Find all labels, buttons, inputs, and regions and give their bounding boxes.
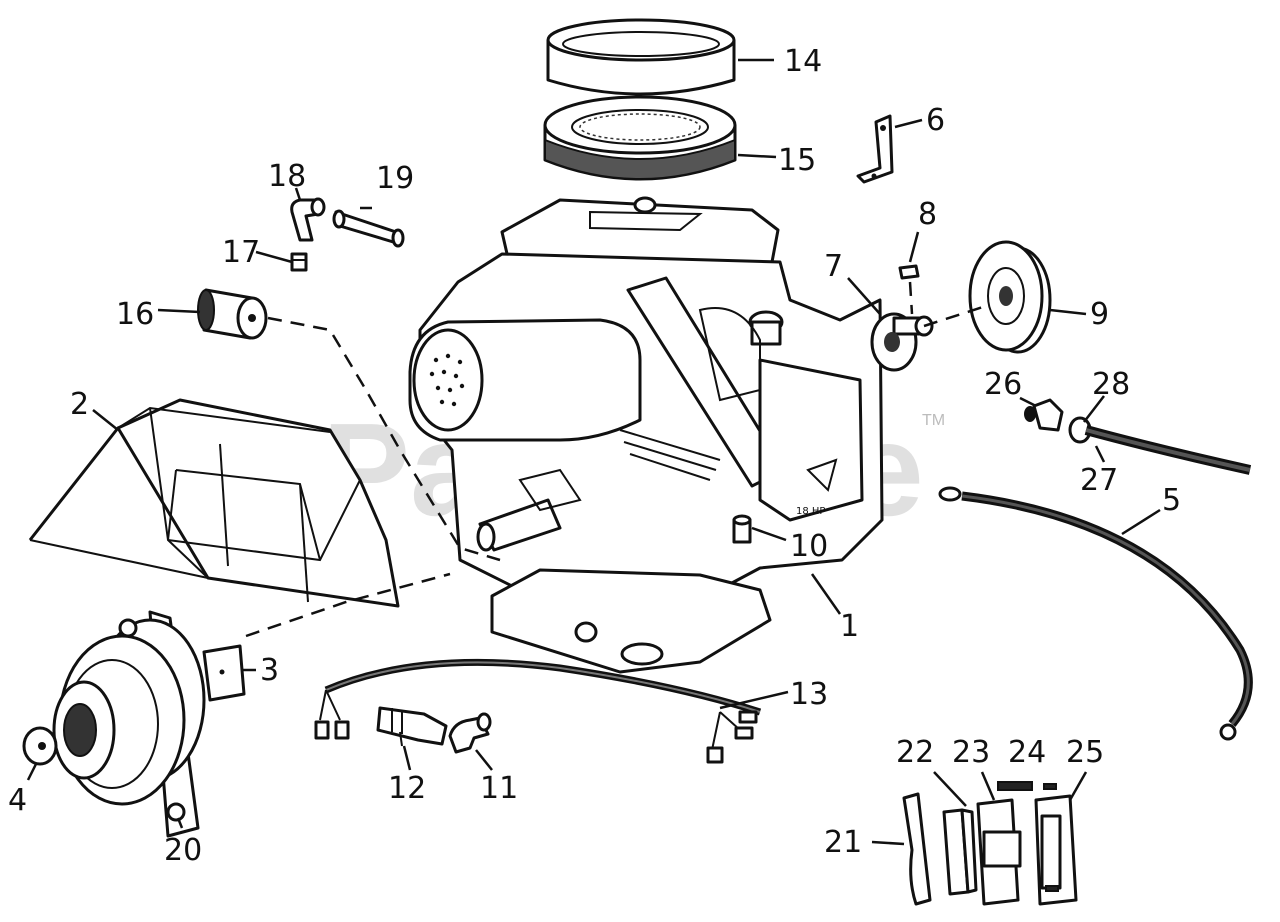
- callout-3: 3: [260, 653, 279, 688]
- callout-21: 21: [824, 825, 862, 860]
- part-17-fitting[interactable]: [290, 252, 308, 272]
- part-12-switch[interactable]: [376, 706, 448, 747]
- callout-11: 11: [480, 771, 518, 806]
- part-25-plate[interactable]: [1034, 783, 1078, 906]
- callout-20: 20: [164, 833, 202, 868]
- callout-7: 7: [824, 249, 843, 284]
- part-14-air-cleaner-cover[interactable]: [546, 18, 736, 96]
- callout-8: 8: [918, 197, 937, 232]
- part-26-fitting[interactable]: [1024, 398, 1064, 432]
- callout-15: 15: [778, 143, 816, 178]
- watermark-trademark: TM: [922, 412, 945, 429]
- part-20-clutch[interactable]: [52, 610, 206, 838]
- callout-13: 13: [790, 677, 828, 712]
- callout-16: 16: [116, 297, 154, 332]
- callout-23: 23: [952, 735, 990, 770]
- part-8-key[interactable]: [898, 264, 920, 280]
- part-24-key[interactable]: [997, 781, 1033, 791]
- part-2-shield[interactable]: [28, 398, 400, 608]
- dash-lines: [245, 281, 987, 638]
- part-11-elbow[interactable]: [448, 712, 492, 754]
- callout-6: 6: [926, 103, 945, 138]
- callout-12: 12: [388, 771, 426, 806]
- part-5-cable[interactable]: [938, 486, 1253, 741]
- part-3-spacer[interactable]: [202, 644, 246, 702]
- part-1-engine[interactable]: 18 HP: [408, 196, 884, 674]
- callout-25: 25: [1066, 735, 1104, 770]
- callout-1: 1: [840, 609, 859, 644]
- part-23-hub[interactable]: [976, 798, 1022, 906]
- callout-10: 10: [790, 529, 828, 564]
- callout-24: 24: [1008, 735, 1046, 770]
- callout-27: 27: [1080, 463, 1118, 498]
- engine-plate: 18 HP: [796, 506, 825, 517]
- part-21-plate[interactable]: [902, 792, 932, 906]
- callout-17: 17: [222, 235, 260, 270]
- callout-5: 5: [1162, 483, 1181, 518]
- part-18-elbow[interactable]: [290, 197, 326, 242]
- callout-2: 2: [70, 387, 89, 422]
- part-22-washer[interactable]: [942, 808, 978, 896]
- part-27-hose[interactable]: [1084, 425, 1252, 475]
- callout-19: 19: [376, 161, 414, 196]
- part-9-pulley[interactable]: [968, 240, 1052, 354]
- part-6-bracket[interactable]: [856, 114, 894, 184]
- leader-lines: [26, 58, 1161, 846]
- part-7-adapter[interactable]: [870, 312, 934, 372]
- callout-4: 4: [8, 783, 27, 818]
- callout-labels: 14 15 6 18 19 17 16 2 8 7 9 26 28 27 5 1…: [8, 44, 1181, 868]
- callout-22: 22: [896, 735, 934, 770]
- part-13-harness[interactable]: [314, 658, 762, 764]
- part-19-tube[interactable]: [332, 209, 405, 248]
- callout-14: 14: [784, 44, 822, 79]
- part-15-air-filter[interactable]: [543, 95, 737, 181]
- callout-9: 9: [1090, 297, 1109, 332]
- callout-26: 26: [984, 367, 1022, 402]
- part-4-washer[interactable]: [22, 726, 58, 766]
- callout-18: 18: [268, 159, 306, 194]
- part-16-fuel-filter[interactable]: [197, 288, 268, 340]
- callout-28: 28: [1092, 367, 1130, 402]
